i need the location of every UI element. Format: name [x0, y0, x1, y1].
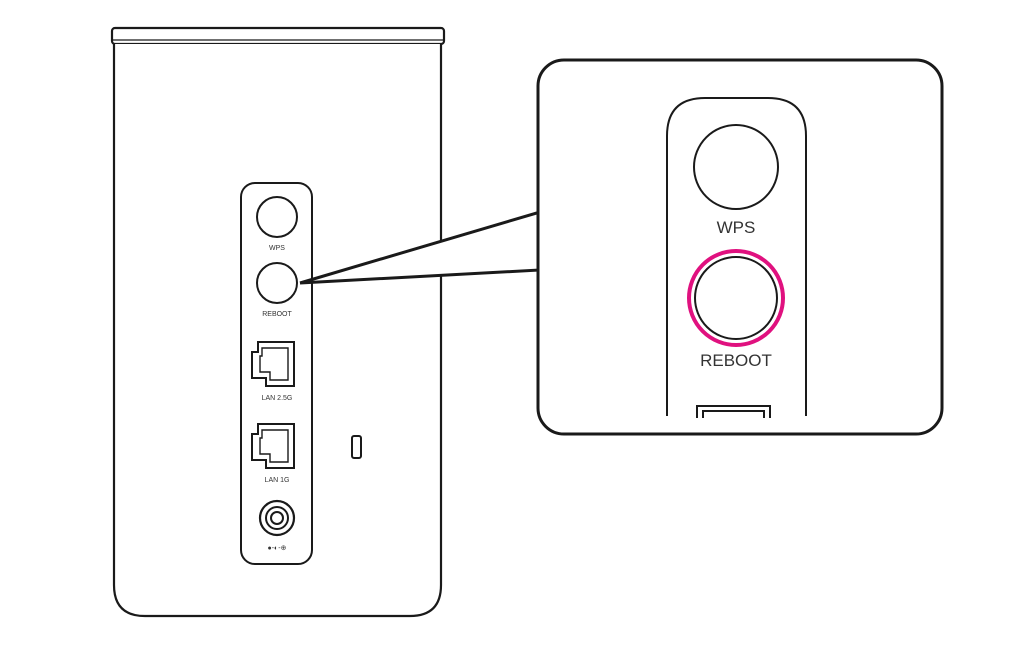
router-top-cap [110, 26, 446, 46]
power-port-label: ●-◐-⊕ [268, 545, 287, 552]
port-panel: WPS REBOOT LAN 2.5G LAN 1G ●-◐-⊕ [240, 182, 313, 565]
lan-port-2-icon [251, 423, 295, 469]
lock-slot-icon [351, 435, 362, 459]
reboot-button-zoomed [694, 256, 778, 340]
lan-port-zoomed-partial-icon [696, 405, 771, 418]
lan-port-2-label: LAN 1G [265, 477, 290, 484]
zoomed-port-panel [666, 97, 807, 416]
wps-button-zoomed [693, 124, 779, 210]
reboot-button-small [256, 262, 298, 304]
reboot-label-zoomed: REBOOT [700, 351, 772, 370]
reboot-label-small: REBOOT [262, 311, 292, 318]
lan-port-1-icon [251, 341, 295, 387]
wps-button-small [256, 196, 298, 238]
wps-label-zoomed: WPS [717, 218, 756, 237]
reboot-highlight-ring [687, 249, 785, 347]
wps-label-small: WPS [269, 245, 285, 252]
power-port-icon [258, 499, 296, 537]
lan-port-1-label: LAN 2.5G [262, 395, 293, 402]
callout-box: WPS REBOOT [536, 58, 944, 436]
